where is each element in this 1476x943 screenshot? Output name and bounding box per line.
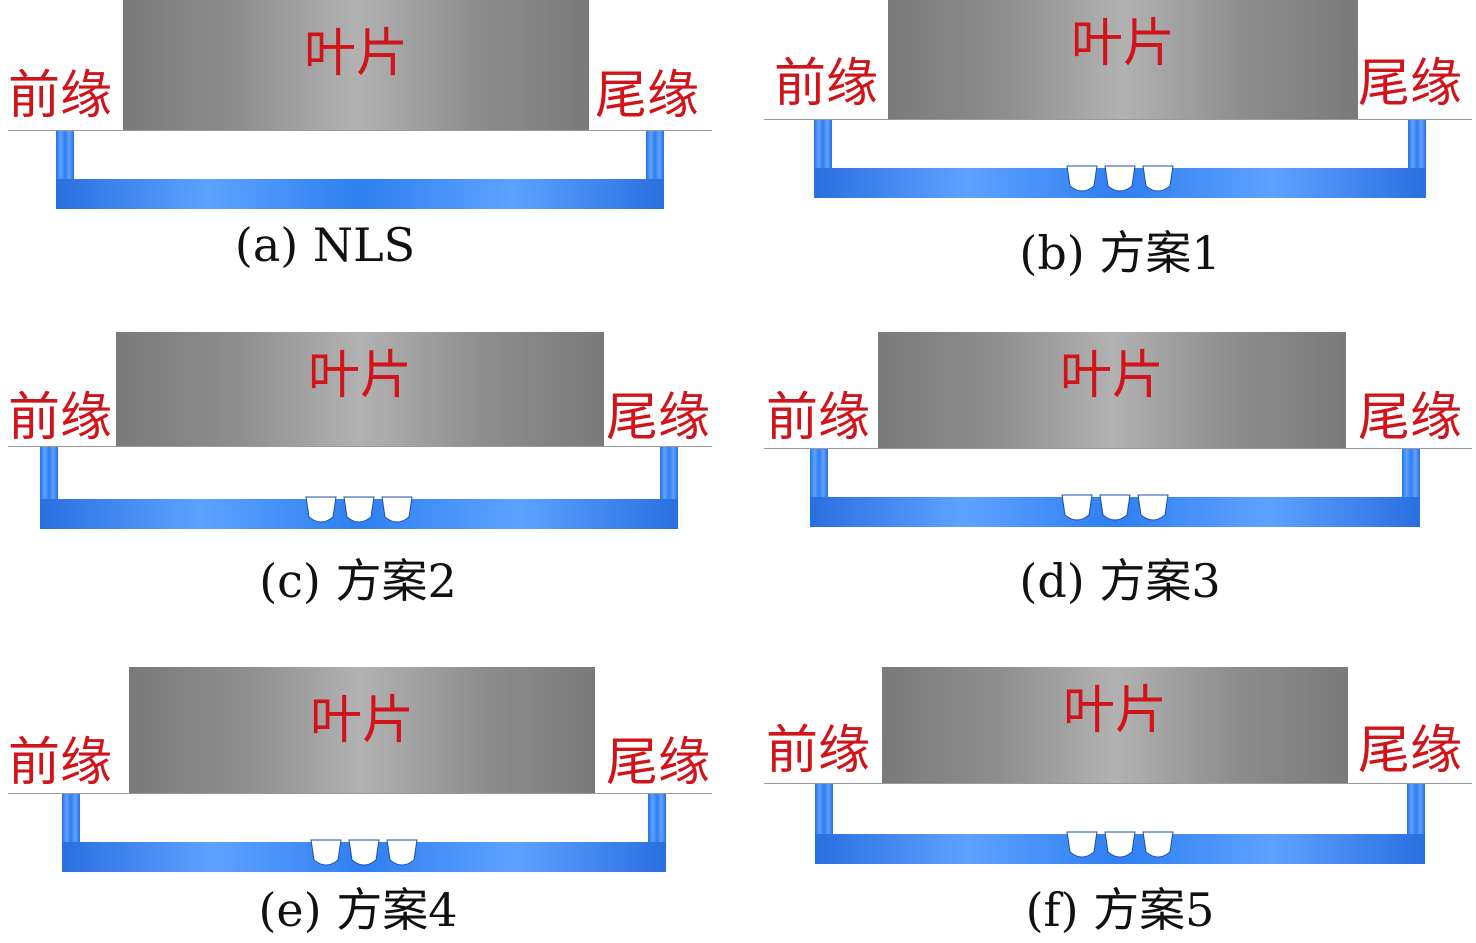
seal-groove — [305, 496, 337, 523]
shroud-cavity — [56, 131, 664, 209]
seal-groove — [381, 496, 413, 523]
panel-d: 叶片 前缘 尾缘 (d) 方案3 — [760, 330, 1476, 610]
panel-caption: (f) 方案5 — [1025, 883, 1215, 937]
leading-edge-label: 前缘 — [8, 733, 113, 793]
seal-groove — [1066, 831, 1098, 858]
blade: 叶片 — [116, 332, 604, 446]
casing-line — [764, 448, 1472, 449]
blade-label: 叶片 — [1062, 681, 1167, 741]
trailing-edge-label: 尾缘 — [595, 66, 700, 126]
blade-label: 叶片 — [1059, 346, 1164, 406]
seal-groove — [1061, 494, 1093, 521]
blade-label: 叶片 — [307, 346, 412, 406]
blade: 叶片 — [123, 0, 589, 130]
trailing-edge-label: 尾缘 — [1358, 388, 1463, 448]
leading-edge-label: 前缘 — [766, 721, 871, 781]
casing-line — [8, 130, 712, 131]
blade-label: 叶片 — [303, 24, 408, 84]
panel-f: 叶片 前缘 尾缘 (f) 方案5 — [760, 665, 1476, 943]
blade: 叶片 — [888, 0, 1358, 119]
shroud-base — [56, 179, 664, 209]
leading-edge-label: 前缘 — [766, 388, 871, 448]
shroud-cavity — [62, 794, 666, 872]
panel-caption: (d) 方案3 — [1019, 554, 1221, 608]
panel-a: 叶片 前缘 尾缘 (a) NLS — [0, 0, 720, 275]
trailing-edge-label: 尾缘 — [606, 733, 711, 793]
blade: 叶片 — [129, 667, 595, 793]
shroud-cavity — [810, 449, 1420, 527]
panel-caption: (c) 方案2 — [259, 554, 457, 608]
panel-c: 叶片 前缘 尾缘 (c) 方案2 — [0, 330, 720, 610]
shroud-cavity — [814, 120, 1426, 198]
blade-label: 叶片 — [1070, 14, 1175, 74]
seal-groove — [1066, 165, 1098, 192]
blade-label: 叶片 — [309, 691, 414, 751]
seal-groove — [1137, 494, 1169, 521]
panel-e: 叶片 前缘 尾缘 (e) 方案4 — [0, 665, 720, 943]
casing-line — [764, 119, 1472, 120]
leading-edge-label: 前缘 — [8, 66, 113, 126]
trailing-edge-label: 尾缘 — [1358, 721, 1463, 781]
panel-caption: (a) NLS — [234, 218, 416, 272]
seal-groove — [386, 839, 418, 866]
trailing-edge-label: 尾缘 — [606, 388, 711, 448]
seal-groove — [1142, 165, 1174, 192]
casing-line — [8, 446, 712, 447]
blade: 叶片 — [882, 667, 1348, 783]
trailing-edge-label: 尾缘 — [1358, 54, 1463, 114]
panel-caption: (b) 方案1 — [1019, 226, 1221, 280]
casing-line — [8, 793, 712, 794]
leading-edge-label: 前缘 — [8, 388, 113, 448]
shroud-cavity — [40, 447, 678, 529]
seal-groove — [1104, 831, 1136, 858]
seal-groove — [1142, 831, 1174, 858]
panel-b: 叶片 前缘 尾缘 (b) 方案1 — [760, 0, 1476, 280]
shroud-cavity — [815, 784, 1425, 864]
blade: 叶片 — [878, 332, 1346, 448]
panel-caption: (e) 方案4 — [258, 883, 458, 937]
seal-groove — [343, 496, 375, 523]
seal-groove — [348, 839, 380, 866]
seal-groove — [1099, 494, 1131, 521]
seal-groove — [1104, 165, 1136, 192]
seal-groove — [310, 839, 342, 866]
casing-line — [764, 783, 1472, 784]
leading-edge-label: 前缘 — [774, 54, 879, 114]
